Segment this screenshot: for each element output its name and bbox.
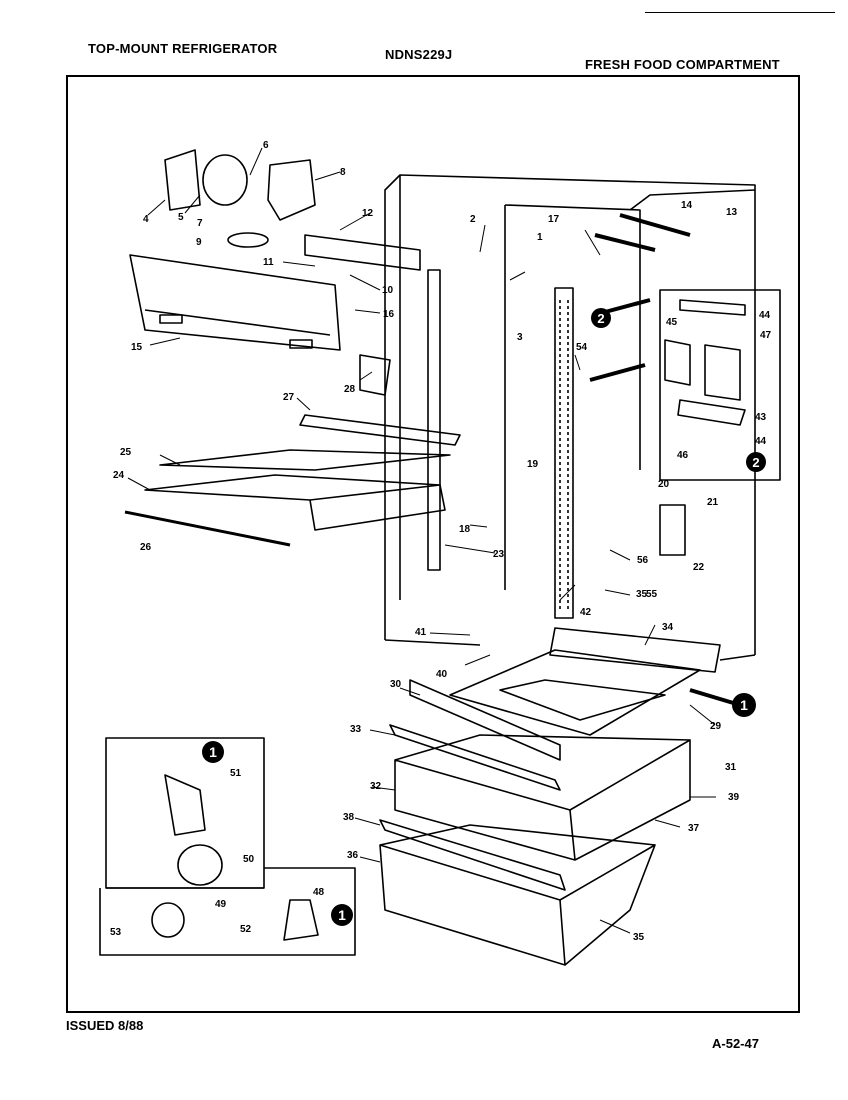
part-label: 37 [688,823,700,834]
part-label: 17 [548,214,560,225]
part-label: 25 [120,447,132,458]
part-label: 40 [436,669,448,680]
part-label: 23 [493,549,505,560]
damper-assembly [164,149,421,271]
part-label: 44 [759,310,771,321]
callout-1-inset-marker [202,741,224,763]
part-label: 11 [263,257,274,268]
part-label: 53 [110,927,122,938]
part-label: 19 [527,459,539,470]
callout-2-inset-label: 2 [752,455,759,470]
glass-shelf [124,354,461,547]
part-label: 15 [131,342,143,353]
part-label: 20 [658,479,670,490]
callout-1-inset-label: 1 [209,744,217,760]
part-label: 51 [230,768,242,779]
callout-arrows [589,213,741,707]
part-label: 22 [693,562,705,573]
callout-1-label: 1 [740,697,748,713]
part-label: 10 [382,285,394,296]
crisper-cover [449,627,721,736]
crisper-drawer [379,679,691,966]
callout-1-leveler-label: 1 [338,907,346,923]
part-label: 28 [344,384,356,395]
section-title: FRESH FOOD COMPARTMENT [585,57,780,72]
diagram-title: TOP-MOUNT REFRIGERATOR [88,41,278,56]
part-label: 42 [580,607,592,618]
callout-1-leveler-marker [331,904,353,926]
part-label: 32 [370,781,382,792]
part-label: 8 [340,167,346,178]
part-label: 54 [576,342,588,353]
part-label: 14 [681,200,693,211]
part-label: 45 [666,317,678,328]
part-label: 36 [347,850,359,861]
part-label: 29 [710,721,722,732]
part-label: 35 [636,589,648,600]
leader-lines [127,147,716,934]
part-label: 3 [517,332,523,343]
part-label: 6 [263,140,269,151]
shelf-rail [427,269,574,619]
callout-1-marker [732,693,756,717]
part-label: 4 [143,214,149,225]
part-label: 9 [196,237,202,248]
part-label: 21 [707,497,719,508]
part-label: 55 [646,589,658,600]
callout-2-marker [591,308,611,328]
part-label: 56 [637,555,649,566]
part-label: 24 [113,470,125,481]
part-label: 50 [243,854,255,865]
header-rule [645,12,835,13]
part-label: 46 [677,450,689,461]
part-label: 33 [350,724,362,735]
part-label: 47 [760,330,772,341]
part-label: 39 [728,792,740,803]
model-number: NDNS229J [385,47,453,62]
page-code: A-52-47 [712,1036,759,1051]
detail-inset [99,289,781,956]
part-label: 16 [383,309,395,320]
callout-2-inset-marker [746,452,766,472]
part-label: 35 [633,932,645,943]
part-label: 30 [390,679,402,690]
part-label: 7 [197,218,203,229]
part-label: 12 [362,208,374,219]
part-label: 44 [755,436,767,447]
diagram-frame [66,75,800,1013]
part-number-labels: 1 2 3 4 5 6 7 8 9 10 11 12 13 14 15 16 1… [110,140,772,943]
issued-date: ISSUED 8/88 [66,1018,144,1033]
part-label: 27 [283,392,295,403]
part-label: 48 [313,887,325,898]
callout-circles: 1 1 1 2 2 [202,308,766,926]
part-label: 41 [415,627,427,638]
part-label: 52 [240,924,252,935]
part-label: 5 [178,212,184,223]
part-label: 1 [537,232,543,243]
part-label: 31 [725,762,737,773]
part-label: 43 [755,412,767,423]
part-label: 34 [662,622,674,633]
part-label: 18 [459,524,471,535]
control-housing [129,254,341,351]
part-label: 2 [470,214,476,225]
callout-2-label: 2 [597,311,604,326]
part-label: 13 [726,207,738,218]
part-label: 49 [215,899,227,910]
part-label: 38 [343,812,355,823]
part-label: 26 [140,542,152,553]
cabinet-liner [384,174,756,661]
